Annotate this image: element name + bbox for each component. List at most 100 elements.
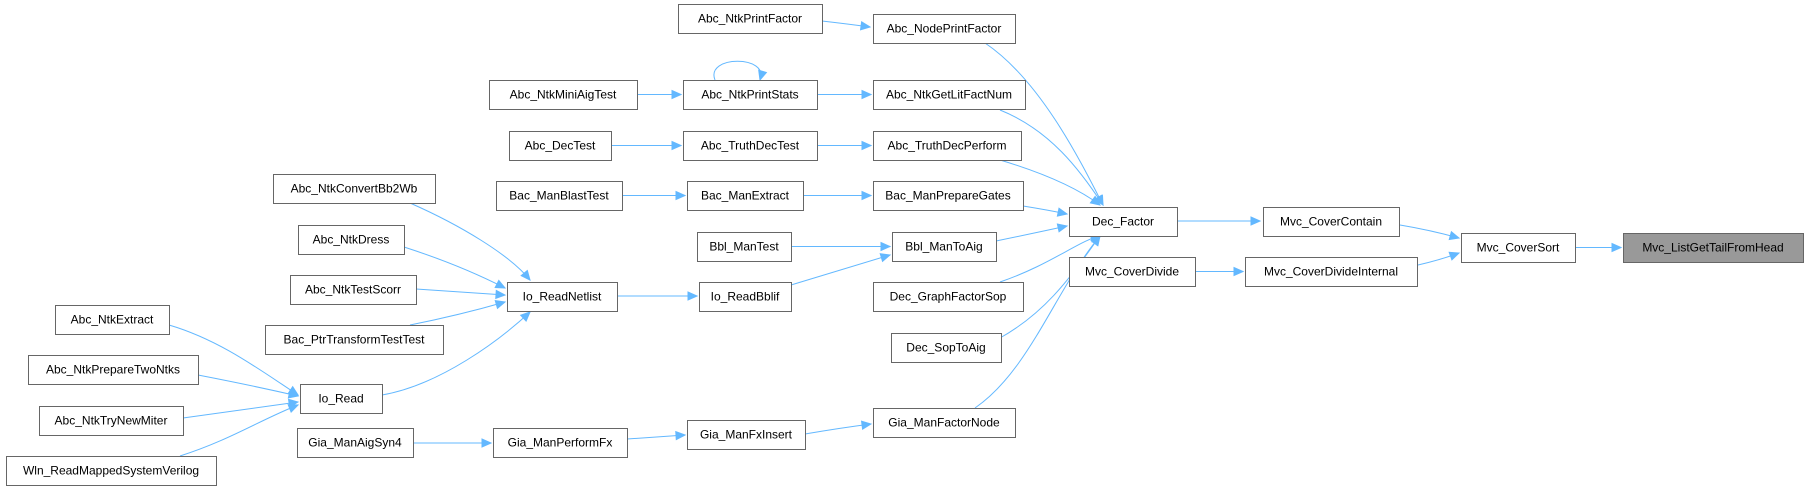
arrowhead-prepgates-to-decfactor <box>1056 207 1069 217</box>
arrowhead-covdiv-to-covdivint <box>1233 266 1245 277</box>
node-performfx[interactable]: Gia_ManPerformFx <box>493 428 628 458</box>
node-bbltest[interactable]: Bbl_ManTest <box>697 232 792 262</box>
node-miniaig[interactable]: Abc_NtkMiniAigTest <box>489 80 638 110</box>
node-box <box>873 131 1022 161</box>
node-trymiter[interactable]: Abc_NtkTryNewMiter <box>39 406 184 436</box>
arrowhead-covcontain-to-covsort <box>1448 230 1461 241</box>
node-label: Mvc_ListGetTailFromHead <box>1642 241 1783 255</box>
node-box <box>489 80 638 110</box>
node-scorr[interactable]: Abc_NtkTestScorr <box>290 275 417 305</box>
node-factornode[interactable]: Gia_ManFactorNode <box>873 408 1016 438</box>
edge-bbltoaig-to-decfactor <box>995 225 1068 242</box>
arrowhead-ntkprintfactor-to-nodeprint <box>859 20 872 31</box>
node-dectest[interactable]: Abc_DecTest <box>509 131 612 161</box>
node-box <box>873 80 1026 110</box>
node-box <box>39 406 184 436</box>
edges-layer <box>168 20 1623 457</box>
node-prepgates[interactable]: Bac_ManPrepareGates <box>873 181 1024 211</box>
node-box <box>300 384 383 414</box>
node-label: Mvc_CoverDivide <box>1085 265 1179 279</box>
arrowhead-ptrtrans-to-readnetlist <box>494 300 507 310</box>
node-ntkprintfactor[interactable]: Abc_NtkPrintFactor <box>678 4 823 34</box>
arrowhead-ioread-to-readnetlist <box>519 311 531 322</box>
node-aigsyn[interactable]: Gia_ManAigSyn4 <box>297 428 414 458</box>
arrowhead-aigsyn-to-performfx <box>481 438 493 448</box>
node-truthtest[interactable]: Abc_TruthDecTest <box>683 131 818 161</box>
node-label: Dec_SopToAig <box>906 341 985 355</box>
arrowhead-dress-to-readnetlist <box>494 279 507 289</box>
arrowhead-performfx-to-fxinsert <box>675 430 687 441</box>
node-ntkextract[interactable]: Abc_NtkExtract <box>55 305 170 335</box>
node-printstats[interactable]: Abc_NtkPrintStats <box>683 80 818 110</box>
arrowhead-covsort-to-root <box>1611 242 1623 253</box>
node-readnetlist[interactable]: Io_ReadNetlist <box>507 282 618 312</box>
node-box <box>891 333 1002 363</box>
arrowhead-extract-to-prepgates <box>861 190 873 201</box>
node-label: Gia_ManAigSyn4 <box>308 436 402 450</box>
arrowhead-fxinsert-to-factornode <box>860 420 873 430</box>
node-covdivint[interactable]: Mvc_CoverDivideInternal <box>1245 257 1418 287</box>
node-dress[interactable]: Abc_NtkDress <box>298 225 405 255</box>
node-box <box>507 282 618 312</box>
arrowhead-truthtest-to-truthperf <box>861 140 873 151</box>
node-bbltoaig[interactable]: Bbl_ManToAig <box>892 232 997 262</box>
arrowhead-bbltoaig-to-decfactor <box>1056 223 1069 233</box>
node-wln[interactable]: Wln_ReadMappedSystemVerilog <box>6 456 217 486</box>
node-label: Abc_NtkTryNewMiter <box>55 414 168 428</box>
node-getlit[interactable]: Abc_NtkGetLitFactNum <box>873 80 1026 110</box>
node-truthperf[interactable]: Abc_TruthDecPerform <box>873 131 1022 161</box>
node-box <box>290 275 417 305</box>
node-covdiv[interactable]: Mvc_CoverDivide <box>1069 257 1196 287</box>
node-box <box>683 80 818 110</box>
node-label: Gia_ManFxInsert <box>700 428 793 442</box>
arrowhead-dectest-to-truthtest <box>671 140 683 151</box>
node-convbb[interactable]: Abc_NtkConvertBb2Wb <box>273 174 436 204</box>
node-ptrtrans[interactable]: Bac_PtrTransformTestTest <box>265 325 444 355</box>
node-box <box>687 420 806 450</box>
arrowhead-decfactor-to-covcontain <box>1250 216 1262 226</box>
node-label: Mvc_CoverContain <box>1280 215 1382 229</box>
node-label: Abc_NtkPrepareTwoNtks <box>46 363 180 377</box>
edge-ntkextract-to-ioread <box>168 324 299 396</box>
node-readbblif[interactable]: Io_ReadBblif <box>699 282 792 312</box>
node-label: Abc_NtkDress <box>313 233 390 247</box>
node-box <box>1245 257 1418 287</box>
arrowhead-convbb-to-readnetlist <box>520 269 531 281</box>
node-decfactor[interactable]: Dec_Factor <box>1069 207 1178 237</box>
node-box <box>873 282 1024 312</box>
node-box <box>687 181 804 211</box>
node-box <box>892 232 997 262</box>
node-extract[interactable]: Bac_ManExtract <box>687 181 804 211</box>
node-box <box>55 305 170 335</box>
node-label: Abc_NtkPrintStats <box>701 88 798 102</box>
node-root[interactable]: Mvc_ListGetTailFromHead <box>1623 233 1804 263</box>
node-box <box>1461 233 1576 263</box>
arrowhead-truthperf-to-decfactor <box>1089 195 1101 206</box>
arrowhead-readnetlist-to-readbblif <box>687 291 699 301</box>
node-graphsop[interactable]: Dec_GraphFactorSop <box>873 282 1024 312</box>
node-label: Gia_ManFactorNode <box>888 416 1000 430</box>
node-box <box>6 456 217 486</box>
node-covsort[interactable]: Mvc_CoverSort <box>1461 233 1576 263</box>
edge-readbblif-to-bbltoaig <box>790 254 891 286</box>
node-preptwo[interactable]: Abc_NtkPrepareTwoNtks <box>28 355 199 385</box>
node-ioread[interactable]: Io_Read <box>300 384 383 414</box>
node-label: Abc_NtkMiniAigTest <box>510 88 617 102</box>
edge-nodeprint-to-decfactor <box>984 42 1104 206</box>
edge-scorr-to-readnetlist <box>415 288 506 296</box>
arrowhead-scorr-to-readnetlist <box>495 289 507 300</box>
edge-preptwo-to-ioread <box>197 374 299 397</box>
arrowhead-factornode-to-decfactor <box>1090 235 1101 247</box>
node-box <box>28 355 199 385</box>
node-blasttest[interactable]: Bac_ManBlastTest <box>496 181 623 211</box>
node-label: Dec_Factor <box>1092 215 1154 229</box>
node-label: Abc_NtkGetLitFactNum <box>886 88 1012 102</box>
node-label: Abc_NtkPrintFactor <box>698 12 802 26</box>
node-nodeprint[interactable]: Abc_NodePrintFactor <box>873 14 1016 44</box>
node-label: Io_ReadNetlist <box>523 290 602 304</box>
node-soptoaig[interactable]: Dec_SopToAig <box>891 333 1002 363</box>
node-fxinsert[interactable]: Gia_ManFxInsert <box>687 420 806 450</box>
node-covcontain[interactable]: Mvc_CoverContain <box>1263 207 1400 237</box>
arrowhead-covdivint-to-covsort <box>1448 251 1461 261</box>
